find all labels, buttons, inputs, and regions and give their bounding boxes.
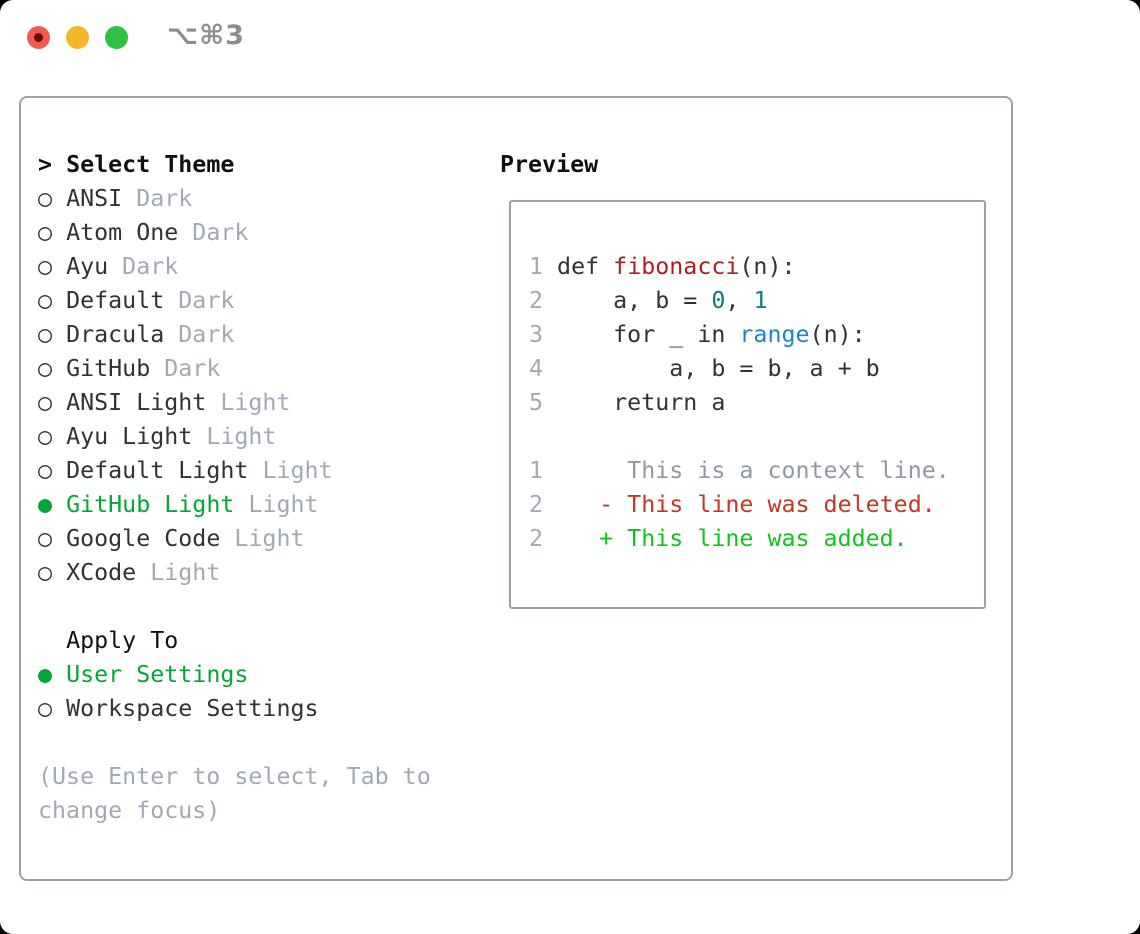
prompt-icon: > [38, 151, 67, 178]
line-number: 1 [529, 457, 544, 484]
line-number: 2 [529, 491, 544, 518]
theme-item-ansi-light-light[interactable]: ○ ANSI Light Light [38, 389, 291, 416]
diff-context-line: 1 This is a context line. [529, 457, 950, 484]
window-title-shortcut: ⌥⌘3 [167, 20, 245, 51]
theme-item-ansi-dark[interactable]: ○ ANSI Dark [38, 185, 193, 212]
line-number: 2 [529, 287, 544, 314]
radio-icon: ○ [38, 355, 67, 382]
radio-icon: ○ [38, 219, 67, 246]
theme-item-default-dark[interactable]: ○ Default Dark [38, 287, 235, 314]
help-text-line: change focus) [38, 797, 221, 824]
theme-item-ayu-light-light[interactable]: ○ Ayu Light Light [38, 423, 277, 450]
theme-item-xcode-light[interactable]: ○ XCode Light [38, 559, 221, 586]
line-number: 1 [529, 253, 544, 280]
theme-item-google-code-light[interactable]: ○ Google Code Light [38, 525, 305, 552]
radio-icon: ○ [38, 559, 67, 586]
preview-box [509, 200, 986, 609]
code-line: 5 return a [529, 389, 726, 416]
radio-icon: ○ [38, 253, 67, 280]
radio-icon: ○ [38, 423, 67, 450]
code-line: 2 a, b = 0, 1 [529, 287, 768, 314]
theme-item-dracula-dark[interactable]: ○ Dracula Dark [38, 321, 235, 348]
modified-dot-icon [34, 33, 43, 42]
theme-item-github-light-light[interactable]: ● GitHub Light Light [38, 491, 319, 518]
radio-icon: ○ [38, 321, 67, 348]
diff-added-line: 2 + This line was added. [529, 525, 908, 552]
help-text-line: (Use Enter to select, Tab to [38, 763, 431, 790]
spacer-row [38, 590, 431, 624]
radio-icon: ○ [38, 287, 67, 314]
code-line: 1 def fibonacci(n): [529, 253, 796, 280]
theme-item-default-light-light[interactable]: ○ Default Light Light [38, 457, 333, 484]
apply-option-workspace-settings[interactable]: ○ Workspace Settings [38, 695, 319, 722]
preview-code: 1 def fibonacci(n): 2 a, b = 0, 1 3 for _ … [529, 250, 950, 556]
spacer-row [38, 726, 431, 760]
diff-deleted-line: 2 - This line was deleted. [529, 491, 936, 518]
line-number: 3 [529, 321, 544, 348]
spacer-row [529, 420, 950, 454]
radio-icon: ○ [38, 389, 67, 416]
code-line: 3 for _ in range(n): [529, 321, 866, 348]
apply-to-header: Apply To [66, 627, 179, 654]
minimize-button[interactable] [66, 26, 89, 49]
line-number: 5 [529, 389, 544, 416]
theme-item-ayu-dark[interactable]: ○ Ayu Dark [38, 253, 179, 280]
close-button[interactable] [27, 26, 50, 49]
radio-icon: ○ [38, 525, 67, 552]
radio-icon: ○ [38, 457, 67, 484]
zoom-button[interactable] [105, 26, 128, 49]
theme-item-github-dark[interactable]: ○ GitHub Dark [38, 355, 221, 382]
line-number: 4 [529, 355, 544, 382]
radio-icon: ○ [38, 185, 67, 212]
theme-item-atom-one-dark[interactable]: ○ Atom One Dark [38, 219, 249, 246]
radio-selected-icon: ● [38, 661, 67, 688]
apply-option-user-settings[interactable]: ● User Settings [38, 661, 249, 688]
radio-icon: ○ [38, 695, 67, 722]
theme-picker-header: > Select Theme [38, 151, 235, 178]
line-number: 2 [529, 525, 544, 552]
code-line: 4 a, b = b, a + b [529, 355, 880, 382]
radio-selected-icon: ● [38, 491, 67, 518]
preview-header: Preview [500, 151, 599, 178]
theme-column: > Select Theme ○ ANSI Dark ○ Atom One Dark… [38, 148, 431, 828]
